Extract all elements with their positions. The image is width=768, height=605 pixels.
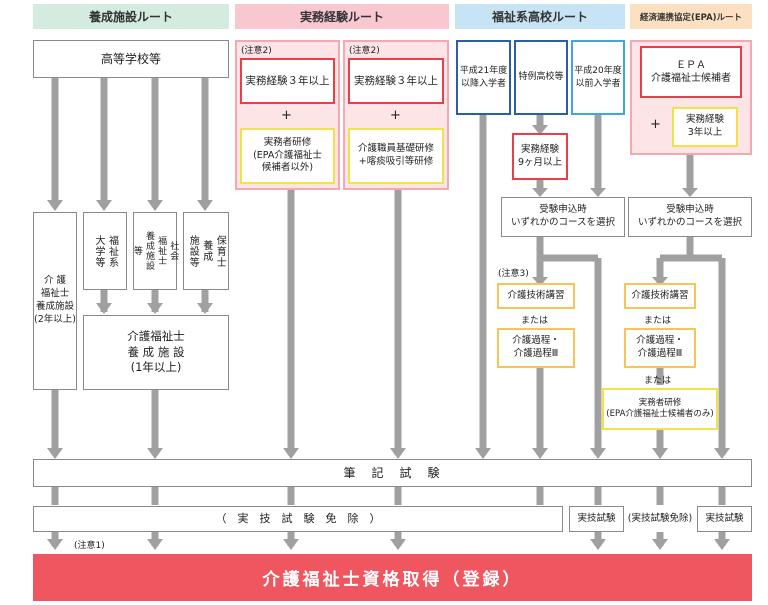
- epa-gijutsu-box: 介護技術講習: [624, 283, 696, 309]
- header-fukushi: 福祉系高校ルート: [455, 4, 625, 29]
- fukushi-or: または: [521, 316, 549, 326]
- final-qualification-bar: 介護福祉士資格取得（登録）: [33, 554, 752, 601]
- tokurei-box: 特例高校等: [514, 40, 568, 115]
- kiso-kenshu-box: 介護職員基礎研修 +喀痰吸引等研修: [348, 128, 444, 184]
- epa-plus: +: [650, 117, 661, 132]
- h20-box: 平成20年度 以前入学者: [571, 40, 625, 115]
- epa-exp-box: 実務経験 3年以上: [672, 107, 738, 147]
- epa-katei-box: 介護過程・ 介護過程Ⅲ: [624, 328, 696, 368]
- jitsugi-menjo-label: (実技試験免除): [626, 506, 694, 532]
- epa-or-1: または: [644, 316, 672, 326]
- h21-box: 平成21年度 以降入学者: [456, 40, 511, 115]
- kaigo-fukushishi-yosei-box: 介 護 福祉士 養成施設 (2年以上): [33, 212, 77, 390]
- note-2-b: (注意2): [349, 46, 380, 56]
- header-yosei: 養成施設ルート: [33, 4, 229, 29]
- header-jitsumu: 実務経験ルート: [235, 4, 449, 29]
- fukushi-gijutsu-box: 介護技術講習: [497, 283, 575, 309]
- high-school-box: 高等学校等: [33, 40, 229, 78]
- jitsumusha-kenshu-box: 実務者研修 (EPA介護福祉士 候補者以外): [240, 128, 335, 184]
- epa-candidate-box: ＥＰＡ 介護福祉士候補者: [640, 46, 742, 98]
- jitsugi-shiken-box-1: 実技試験: [569, 506, 624, 532]
- header-epa: 経済連携協定(EPA)ルート: [630, 4, 752, 29]
- jitsugi-shiken-box-2: 実技試験: [697, 506, 752, 532]
- jitsugi-menjo-bar: （ 実 技 試 験 免 除 ）: [33, 506, 563, 532]
- note-3: (注意3): [498, 269, 529, 279]
- kaigo-yosei-1nen-box: 介護福祉士 養 成 施 設 (1年以上): [83, 315, 229, 390]
- note-2-a: (注意2): [241, 46, 272, 56]
- hikki-shiken-bar: 筆 記 試 験: [33, 459, 752, 487]
- epa-select-box: 受験申込時 いずれかのコースを選択: [628, 197, 752, 237]
- exp-3yr-box-b: 実務経験３年以上: [348, 58, 444, 104]
- exp-3yr-box-a: 実務経験３年以上: [240, 58, 335, 104]
- fukushi-select-box: 受験申込時 いずれかのコースを選択: [501, 197, 625, 237]
- epa-jitsumusha-box: 実務者研修 (EPA介護福祉士候補者のみ): [602, 388, 718, 430]
- note-1: (注意1): [74, 541, 105, 551]
- exp-9mo-box: 実務経験 9ヶ月以上: [512, 133, 568, 180]
- fukushi-katei-box: 介護過程・ 介護過程Ⅲ: [497, 328, 575, 368]
- hoikushi-box: 保育士 養成 施設等: [183, 212, 229, 290]
- plus-a: +: [281, 108, 292, 123]
- plus-b: +: [390, 108, 401, 123]
- epa-or-2: または: [644, 376, 672, 386]
- fukushi-daigaku-box: 福祉系 大学等: [83, 212, 127, 290]
- shakai-fukushishi-box: 社会 福祉士 養成施設 等: [132, 212, 178, 290]
